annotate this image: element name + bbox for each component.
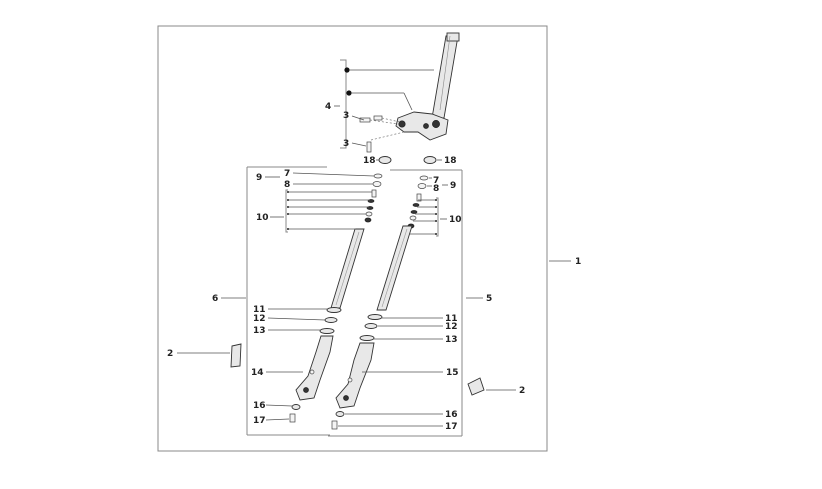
washer-18-right <box>423 156 437 164</box>
callout-3-top: 3 <box>343 111 349 121</box>
callout-5: 5 <box>486 294 492 304</box>
callout-2-right: 2 <box>519 386 525 396</box>
callout-15: 15 <box>446 368 459 378</box>
callout-7-left: 7 <box>284 169 290 179</box>
callout-11-left: 11 <box>253 305 266 315</box>
callout-18-left: 18 <box>363 156 376 166</box>
callout-11-right: 11 <box>445 314 458 324</box>
reflector-left <box>230 343 242 368</box>
callout-2-left: 2 <box>167 349 173 359</box>
callout-16-right: 16 <box>445 410 458 420</box>
reflector-right <box>467 377 485 396</box>
callout-labels: 1 2 2 3 3 4 5 6 7 7 8 8 9 9 10 10 11 11 … <box>167 102 581 432</box>
callout-18-right: 18 <box>444 156 457 166</box>
callout-13-right: 13 <box>445 335 458 345</box>
callout-12-left: 12 <box>253 314 266 324</box>
washer-18-left <box>378 156 392 164</box>
diagram-frame <box>157 25 548 452</box>
callout-12-right: 12 <box>445 322 458 332</box>
callout-17-left: 17 <box>253 416 266 426</box>
callout-4: 4 <box>325 102 331 112</box>
callout-10-right: 10 <box>449 215 462 225</box>
callout-10-left: 10 <box>256 213 269 223</box>
right-fork-leg <box>328 169 463 437</box>
callout-13-left: 13 <box>253 326 266 336</box>
callout-14: 14 <box>251 368 264 378</box>
callout-7-right: 7 <box>433 176 439 186</box>
steering-stem-group <box>340 32 460 153</box>
callout-17-right: 17 <box>445 422 458 432</box>
callout-1: 1 <box>575 257 581 267</box>
callout-8-right: 8 <box>433 184 439 194</box>
left-fork-leg <box>246 166 383 436</box>
callout-6: 6 <box>212 294 218 304</box>
callout-3-bottom: 3 <box>343 139 349 149</box>
leader-lines <box>177 105 571 427</box>
callout-16-left: 16 <box>253 401 266 411</box>
callout-8-left: 8 <box>284 180 290 190</box>
callout-9-right: 9 <box>450 181 456 191</box>
callout-9-left: 9 <box>256 173 262 183</box>
